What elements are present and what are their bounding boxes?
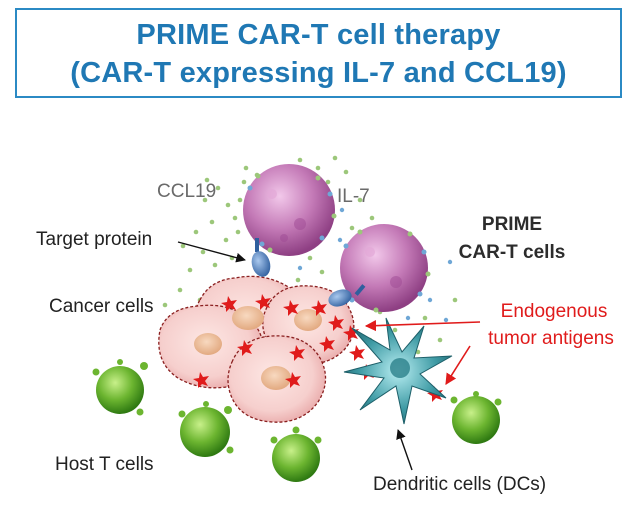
host-t-cell-2 <box>178 401 234 457</box>
car-t-cell-1 <box>243 164 337 256</box>
label-prime-line1: PRIME <box>481 214 543 235</box>
title-line-2: (CAR-T expressing IL-7 and CCL19) <box>70 57 567 89</box>
label-il7: IL-7 <box>337 186 370 207</box>
car-receptor-2 <box>328 284 366 307</box>
label-host-t-cells: Host T cells <box>55 454 154 475</box>
dendritic-cell <box>343 317 453 425</box>
ccl19-dots <box>162 155 458 355</box>
label-target-protein: Target protein <box>36 229 153 250</box>
host-t-cell-3 <box>270 426 322 482</box>
label-endogenous-line1: Endogenous <box>500 301 608 322</box>
label-cancer-cells: Cancer cells <box>49 296 154 317</box>
label-ccl19: CCL19 <box>157 181 217 202</box>
host-t-cell-4 <box>450 391 502 444</box>
car-t-cell-2 <box>340 224 431 313</box>
host-t-cell-1 <box>92 359 148 416</box>
label-endogenous-line2: tumor antigens <box>488 328 614 349</box>
car-receptor-1 <box>251 238 271 277</box>
target-protein-arrow <box>177 241 246 263</box>
antigen-arrow-2 <box>445 345 471 385</box>
dendritic-arrow <box>396 429 413 471</box>
antigen-arrow-1 <box>364 320 481 332</box>
title-line-1: PRIME CAR-T cell therapy <box>136 19 501 51</box>
cancer-nuclei <box>194 306 322 390</box>
label-prime-line2: CAR-T cells <box>458 242 566 263</box>
label-dendritic-cells: Dendritic cells (DCs) <box>373 474 547 495</box>
title-box: PRIME CAR-T cell therapy (CAR-T expressi… <box>15 8 622 98</box>
tumor-antigens <box>193 294 443 402</box>
